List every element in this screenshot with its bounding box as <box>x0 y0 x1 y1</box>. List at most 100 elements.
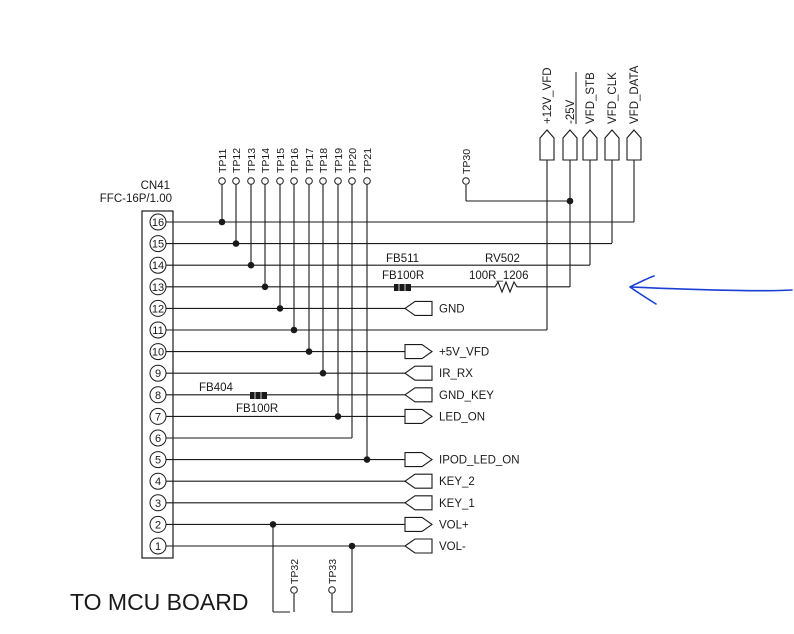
fb404-value: FB100R <box>236 403 278 415</box>
tp-label: TP20 <box>347 148 359 173</box>
tp-pad <box>363 177 371 185</box>
pin-number: 16 <box>152 217 164 229</box>
connector-body <box>141 210 174 559</box>
vfd-port-label: VFD_STB <box>585 72 597 124</box>
net-port <box>404 387 433 403</box>
tp-pad <box>290 177 298 185</box>
tp-label: TP12 <box>231 148 243 173</box>
tp-pad <box>319 177 327 185</box>
tp-pad <box>261 177 269 185</box>
tp-pad <box>218 177 226 185</box>
pin-number: 15 <box>152 239 164 251</box>
rv502-value: 100R_1206 <box>469 270 528 282</box>
tp-label: TP15 <box>275 148 287 173</box>
net-ports: GND+5V_VFDIR_RXGND_KEYLED_ONIPOD_LED_ONK… <box>404 300 520 554</box>
junction-dot <box>290 326 298 334</box>
tp-pad <box>348 177 356 185</box>
net-port <box>404 495 433 511</box>
junction-dot <box>363 456 371 463</box>
connector-part: FFC-16P/1.00 <box>100 193 172 205</box>
net-port <box>404 452 433 468</box>
fb404-bead <box>250 392 267 399</box>
connector-ref: CN41 <box>141 180 170 192</box>
net-label: LED_ON <box>439 411 485 423</box>
tp30-pad <box>462 177 470 185</box>
net-label: IR_RX <box>439 368 473 380</box>
tp-label: TP14 <box>260 148 272 173</box>
junction-dot <box>232 240 240 247</box>
tp-label: TP13 <box>246 148 258 173</box>
tp-pad <box>232 177 240 185</box>
tp-label: TP19 <box>333 148 345 173</box>
tp32-label: TP32 <box>289 559 301 584</box>
pin-number: 12 <box>152 303 164 315</box>
net-port <box>404 300 433 316</box>
fb511-ref: FB511 <box>386 253 419 265</box>
net-port <box>404 538 433 554</box>
tp30-label: TP30 <box>461 149 473 174</box>
junction-dot <box>305 348 313 355</box>
vfd-port <box>562 129 578 161</box>
net-label: +5V_VFD <box>439 347 489 359</box>
net-label: VOL- <box>439 541 466 553</box>
fb511-bead <box>394 284 411 291</box>
junction-dot <box>269 521 277 528</box>
annotation-arrow-icon <box>629 275 793 305</box>
pin-number: 9 <box>155 368 161 380</box>
net-label: KEY_1 <box>439 498 475 510</box>
junction-dot <box>218 218 226 226</box>
extra-wiring <box>272 160 635 613</box>
tp-label: TP17 <box>304 148 316 173</box>
pin-number: 13 <box>152 282 164 294</box>
tp32-pad <box>290 586 298 594</box>
tp-label: TP16 <box>289 148 301 173</box>
pin-number: 1 <box>155 541 161 553</box>
junction-dot <box>261 283 269 291</box>
junction-dot <box>247 261 255 269</box>
vfd-port-label: -25V <box>565 99 577 124</box>
vfd-port <box>626 129 642 161</box>
tp-pad <box>305 177 313 185</box>
net-port <box>404 473 433 489</box>
junction-dot <box>334 413 342 420</box>
junction-dot <box>276 305 284 312</box>
net-label: GND_KEY <box>439 390 494 402</box>
net-port <box>404 365 433 381</box>
pin-number: 14 <box>152 260 164 272</box>
tp-pad <box>276 177 284 185</box>
pin-number: 8 <box>155 390 161 402</box>
pin-number: 3 <box>155 498 161 510</box>
pin-number: 5 <box>155 455 161 467</box>
tp33-label: TP33 <box>327 559 339 584</box>
net-label: VOL+ <box>439 519 469 531</box>
tp33-pad <box>328 586 336 594</box>
tp-label: TP21 <box>362 148 374 173</box>
board-label: TO MCU BOARD <box>70 589 248 615</box>
junction-dot <box>566 197 574 205</box>
pin-number: 6 <box>155 433 161 445</box>
vfd-port-label: +12V_VFD <box>542 67 554 124</box>
fb404-ref: FB404 <box>199 382 233 394</box>
junction-dots <box>218 197 574 550</box>
tp-label: TP11 <box>217 149 229 173</box>
junction-dot <box>348 542 356 550</box>
rv502-resistor <box>494 280 518 294</box>
tp-pad <box>247 177 255 185</box>
net-port <box>404 344 433 360</box>
pin-number: 10 <box>152 347 164 359</box>
vfd-port <box>582 129 598 161</box>
vfd-port <box>539 129 555 161</box>
pin-number: 7 <box>155 411 161 423</box>
tp-pad <box>334 177 342 185</box>
vfd-port-label: VFD_CLK <box>607 72 619 124</box>
junction-dot <box>319 369 327 377</box>
net-label: IPOD_LED_ON <box>439 455 520 467</box>
pin-number: 4 <box>155 476 161 488</box>
vfd-port <box>604 129 620 161</box>
rv502-ref: RV502 <box>485 253 520 265</box>
net-port <box>404 408 433 424</box>
